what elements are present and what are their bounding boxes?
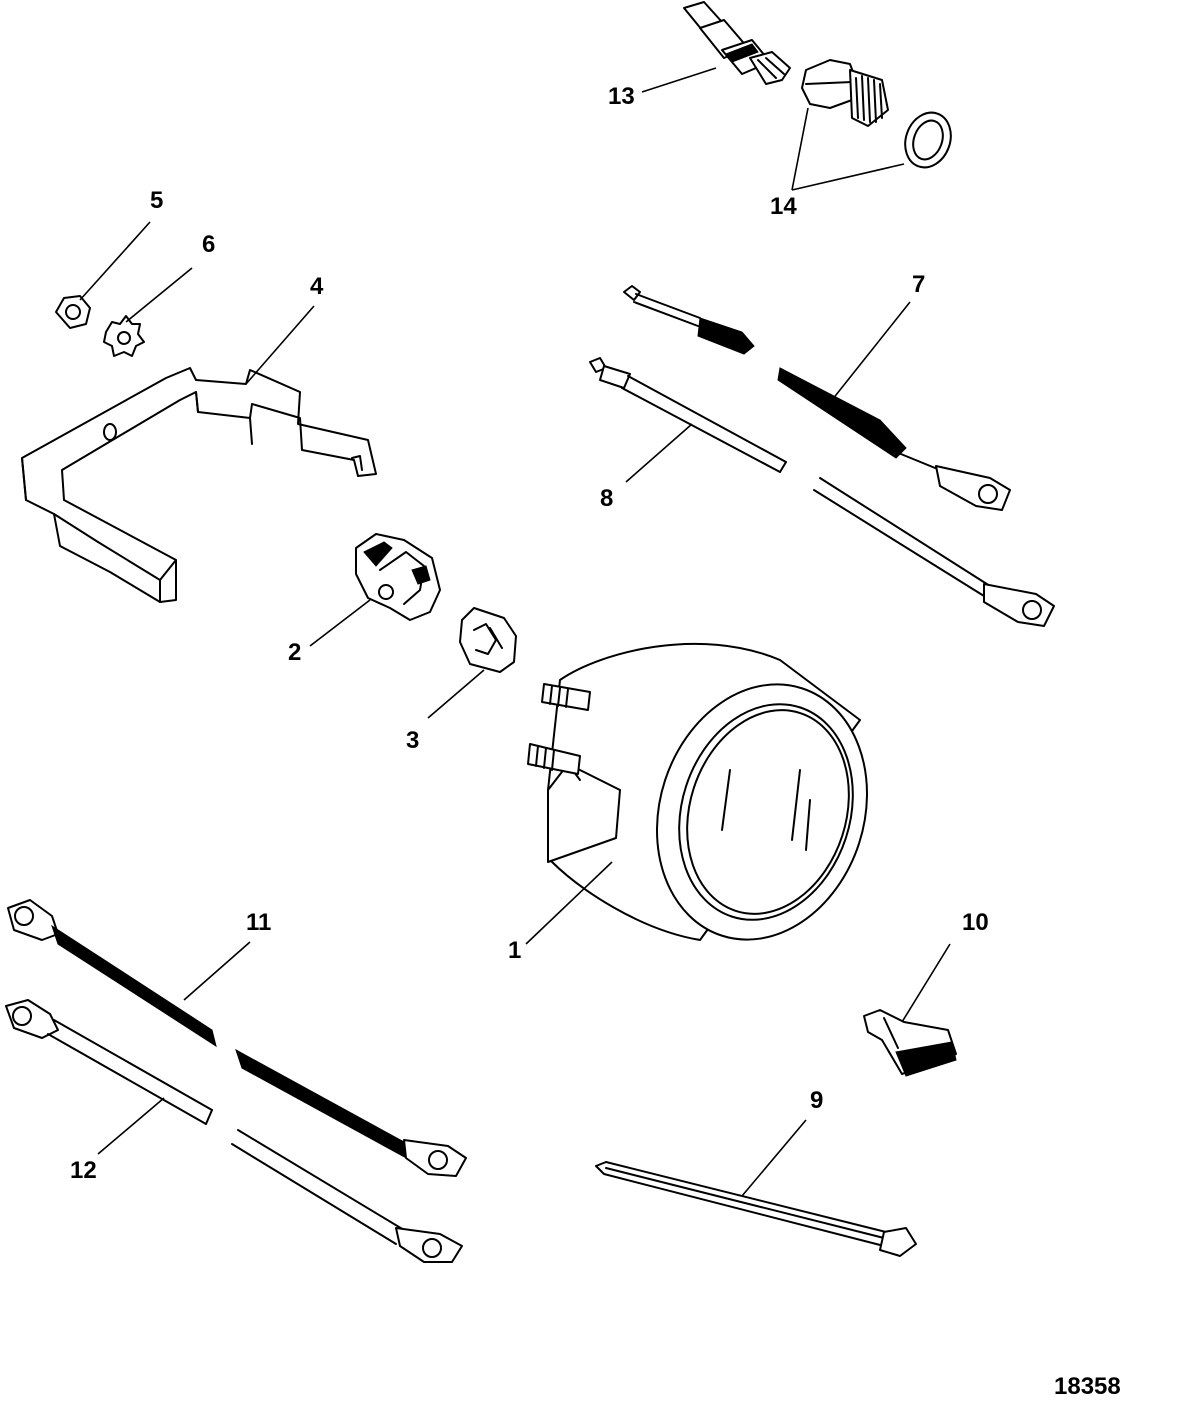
fitting-part-14 (801, 59, 889, 127)
callout-6: 6 (202, 231, 215, 258)
lead-part-11 (7, 899, 467, 1177)
nut-part-5 (55, 295, 91, 329)
figure-number: 18358 (1054, 1373, 1121, 1400)
washer-part-14 (904, 111, 952, 169)
sender-part-13 (683, 1, 791, 85)
callouts: 1 2 3 4 5 6 7 8 9 10 11 12 13 14 (70, 83, 989, 1184)
leader-lines (79, 67, 951, 1197)
lead-part-7 (623, 285, 1011, 511)
callout-3: 3 (406, 727, 419, 754)
callout-4: 4 (310, 273, 324, 300)
callout-14: 14 (770, 193, 797, 220)
callout-12: 12 (70, 1157, 97, 1184)
lockwasher-part-6 (103, 315, 145, 357)
socket-part-2 (355, 533, 441, 621)
callout-1: 1 (508, 937, 521, 964)
bulb-part-3 (459, 607, 517, 673)
terminal-part-10 (863, 1009, 957, 1077)
bracket-part-4 (21, 367, 377, 603)
cabletie-part-9 (595, 1161, 917, 1257)
callout-5: 5 (150, 187, 163, 214)
lead-part-12 (5, 999, 463, 1263)
callout-2: 2 (288, 639, 301, 666)
lead-part-8 (589, 357, 1055, 627)
callout-13: 13 (608, 83, 635, 110)
callout-10: 10 (962, 909, 989, 936)
callout-7: 7 (912, 271, 925, 298)
callout-9: 9 (810, 1087, 823, 1114)
callout-11: 11 (246, 909, 271, 936)
gauge-part-1 (527, 642, 868, 941)
callout-8: 8 (600, 485, 613, 512)
